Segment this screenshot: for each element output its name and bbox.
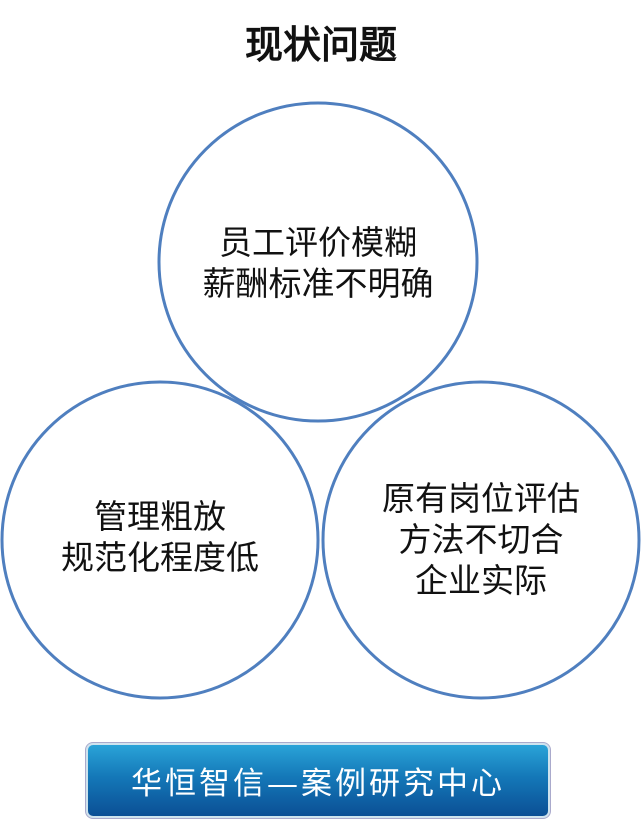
text-line: 管理粗放 [94,497,226,536]
text-line: 规范化程度低 [61,538,259,577]
circle-left-text: 管理粗放 规范化程度低 [2,496,318,578]
text-line: 员工评价模糊 [219,223,417,262]
page-title: 现状问题 [244,23,397,67]
circle-left [0,380,320,700]
text-line: 薪酬标准不明确 [202,264,434,303]
circle-right [321,380,641,700]
banner-text: 华恒智信—案例研究中心 [131,766,505,802]
text-line: 企业实际 [415,561,547,600]
text-line: 原有岗位评估 [382,479,580,518]
circle-top-text: 员工评价模糊 薪酬标准不明确 [160,222,476,304]
circle-top [157,101,479,423]
circle-right-text: 原有岗位评估 方法不切合 企业实际 [323,478,639,601]
text-line: 方法不切合 [398,520,564,559]
footer-banner: 华恒智信—案例研究中心 [88,745,548,816]
